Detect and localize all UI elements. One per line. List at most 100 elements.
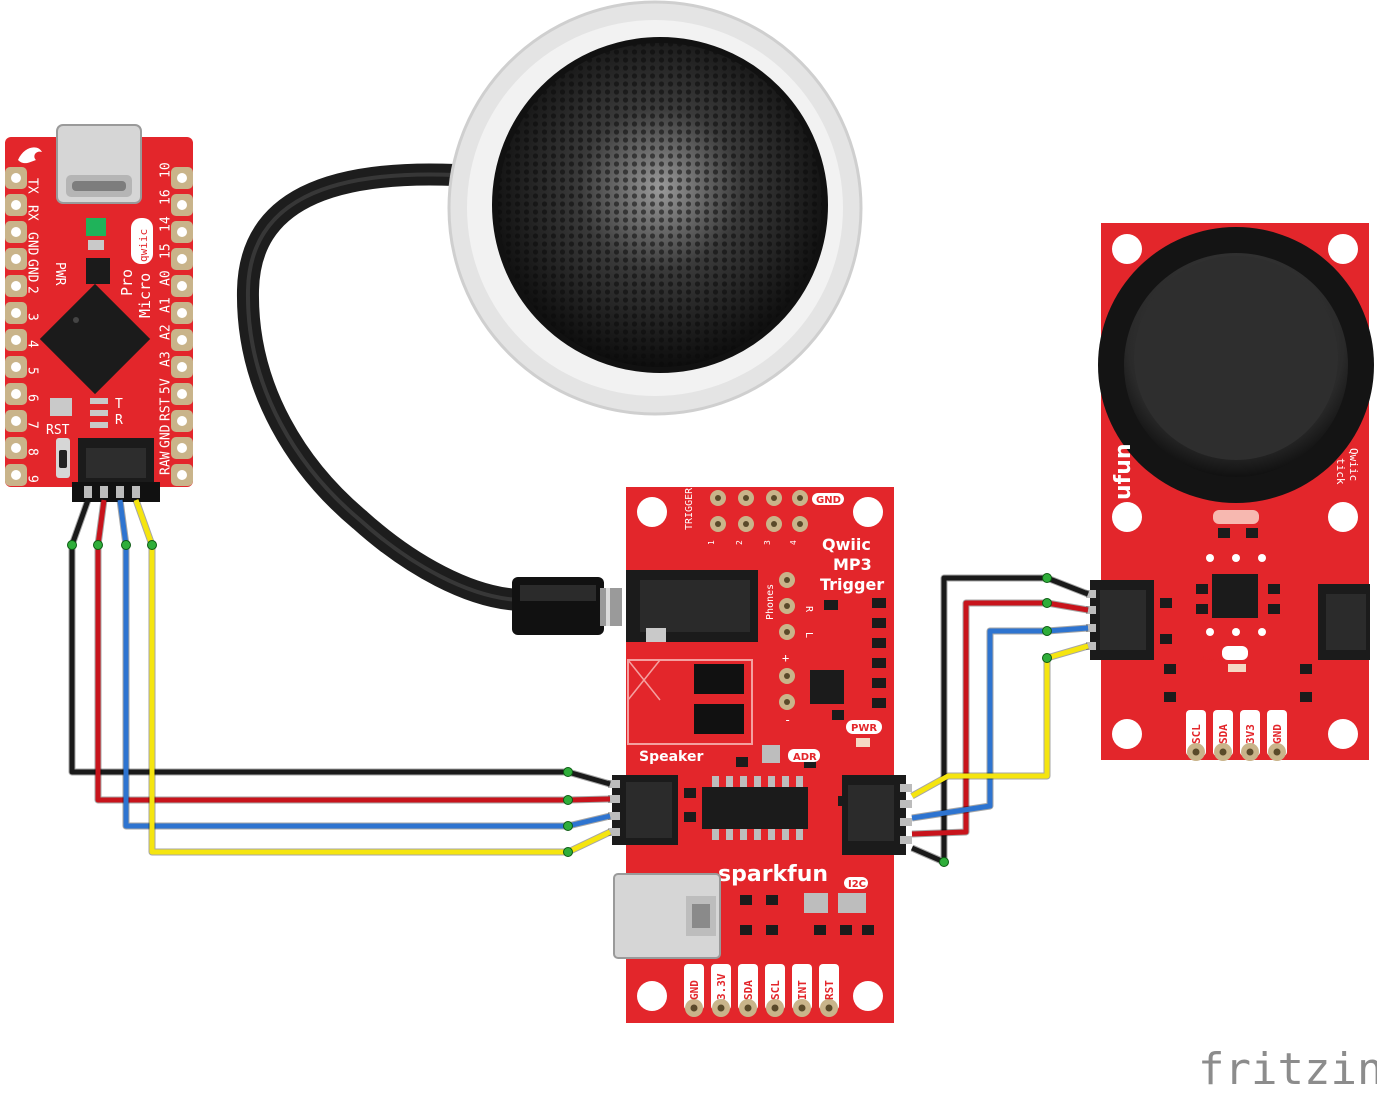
wire-yellow-b <box>910 643 1089 799</box>
joystick-pin-label: GND <box>1271 724 1284 744</box>
mp3-pin-label: GND <box>688 980 701 1000</box>
joystick-qwiic-right-connector <box>1318 584 1370 660</box>
pro-micro-qwiic-label: qwiic <box>137 229 150 262</box>
pin-label: 5V <box>159 378 174 394</box>
pin-label: GND <box>25 232 40 256</box>
mp3-title-line1: Qwiic <box>822 535 871 554</box>
wire-red-b <box>911 600 1089 837</box>
wire-joint <box>1042 598 1052 608</box>
pro-micro-rst-label: RST <box>46 423 70 438</box>
wire-joint <box>67 540 77 550</box>
pin-label: A0 <box>159 270 174 286</box>
trigger-gnd-label: GND <box>816 495 841 506</box>
wire-black-a <box>69 499 611 787</box>
pin-label: 6 <box>25 394 40 402</box>
speaker-label: Speaker <box>639 749 703 765</box>
speaker-plus-label: + <box>782 651 789 665</box>
wire-joint <box>121 540 131 550</box>
audio-plug <box>512 577 622 635</box>
mp3-pwr-label: PWR <box>851 723 877 734</box>
pin-label: 3 <box>25 313 40 321</box>
pin-label: A2 <box>159 324 174 340</box>
pin-label: TX <box>25 178 40 194</box>
speaker-terminal <box>627 659 753 745</box>
joystick-pin-label: SDA <box>1217 724 1230 744</box>
pro-micro-pwr-label: PWR <box>52 262 67 286</box>
pin-label: GND <box>25 259 40 283</box>
pro-micro-brand: Pro <box>118 269 136 296</box>
phones-r-label: R <box>803 606 814 613</box>
wire-blue-b <box>911 625 1089 821</box>
pin-label: 15 <box>159 243 174 259</box>
mp3-pin-label: SDA <box>742 980 755 1000</box>
pin-label: RAW <box>159 451 174 475</box>
pro-micro-led-r: R <box>115 413 123 428</box>
mp3-passives <box>684 598 886 935</box>
mp3-title-line3: Trigger <box>820 575 884 594</box>
pin-label: 4 <box>25 340 40 348</box>
phones-label: Phones <box>765 584 776 620</box>
wire-red-a <box>95 499 611 803</box>
i2c-label: I2C <box>848 879 866 890</box>
speaker-minus-label: - <box>784 713 791 727</box>
mp3-qwiic-left-connector <box>608 775 678 845</box>
pin-label: RX <box>25 205 40 221</box>
pin-label: 7 <box>25 421 40 429</box>
wire-joint <box>563 821 573 831</box>
trigger-num: 2 <box>735 540 744 545</box>
trigger-num: 3 <box>763 540 772 545</box>
joystick-passives <box>1160 528 1312 702</box>
pin-label: A1 <box>159 297 174 313</box>
audio-jack <box>626 570 758 642</box>
joystick-bottom-pads <box>1186 710 1287 761</box>
joystick-pin-label: 3V3 <box>1244 724 1257 744</box>
mp3-brand: sparkfun <box>718 862 828 887</box>
joystick-ic-pads <box>1206 554 1266 636</box>
joystick-knob <box>1098 227 1374 503</box>
wire-joint <box>147 540 157 550</box>
mp3-pin-label: SCL <box>769 980 782 1000</box>
pin-label: 8 <box>25 448 40 456</box>
joystick-pwr-label: PWR <box>1199 653 1223 663</box>
joystick-pin-label: SCL <box>1190 724 1203 744</box>
pro-micro-left-pads <box>5 167 27 486</box>
pin-label: 9 <box>25 475 40 483</box>
pro-micro-model: Micro <box>136 273 154 318</box>
trigger-num: 4 <box>789 540 798 545</box>
wire-joint <box>1042 653 1052 663</box>
pin-label: A3 <box>159 351 174 367</box>
wire-joint <box>93 540 103 550</box>
speaker <box>236 0 863 635</box>
trigger-label: TRIGGER <box>684 487 695 530</box>
wire-blue-a <box>117 499 611 829</box>
pin-label: 16 <box>159 189 174 205</box>
mp3-pin-label: RST <box>823 980 836 1000</box>
pin-label: GND <box>159 424 174 448</box>
joystick-bottom-labels: SCL SDA 3V3 GND <box>1190 724 1284 744</box>
wire-yellow-a <box>133 499 612 855</box>
pin-label: 5 <box>25 367 40 375</box>
mp3-bottom-pads <box>684 964 839 1017</box>
pro-micro-led-t: T <box>115 397 123 412</box>
wire-joint <box>1042 573 1052 583</box>
mp3-pin-label: INT <box>796 980 809 1000</box>
wire-black-b <box>910 575 1089 865</box>
mp3-title-line2: MP3 <box>833 555 872 574</box>
joystick-brand-fragment: ufun <box>1111 443 1136 500</box>
wire-joint <box>563 847 573 857</box>
joystick-qwiic-left-connector <box>1086 580 1154 660</box>
phones-l-label: L <box>803 632 814 638</box>
pro-micro-qwiic-connector <box>72 438 160 502</box>
pro-micro-right-pads <box>171 167 193 486</box>
adr-label: ADR <box>793 752 817 763</box>
joystick-title-fragment-2: tick <box>1334 458 1347 485</box>
mp3-usb-c-connector <box>613 873 721 959</box>
mp3-main-ic <box>702 776 808 840</box>
joystick-ic <box>1212 574 1258 618</box>
wire-joint <box>563 795 573 805</box>
